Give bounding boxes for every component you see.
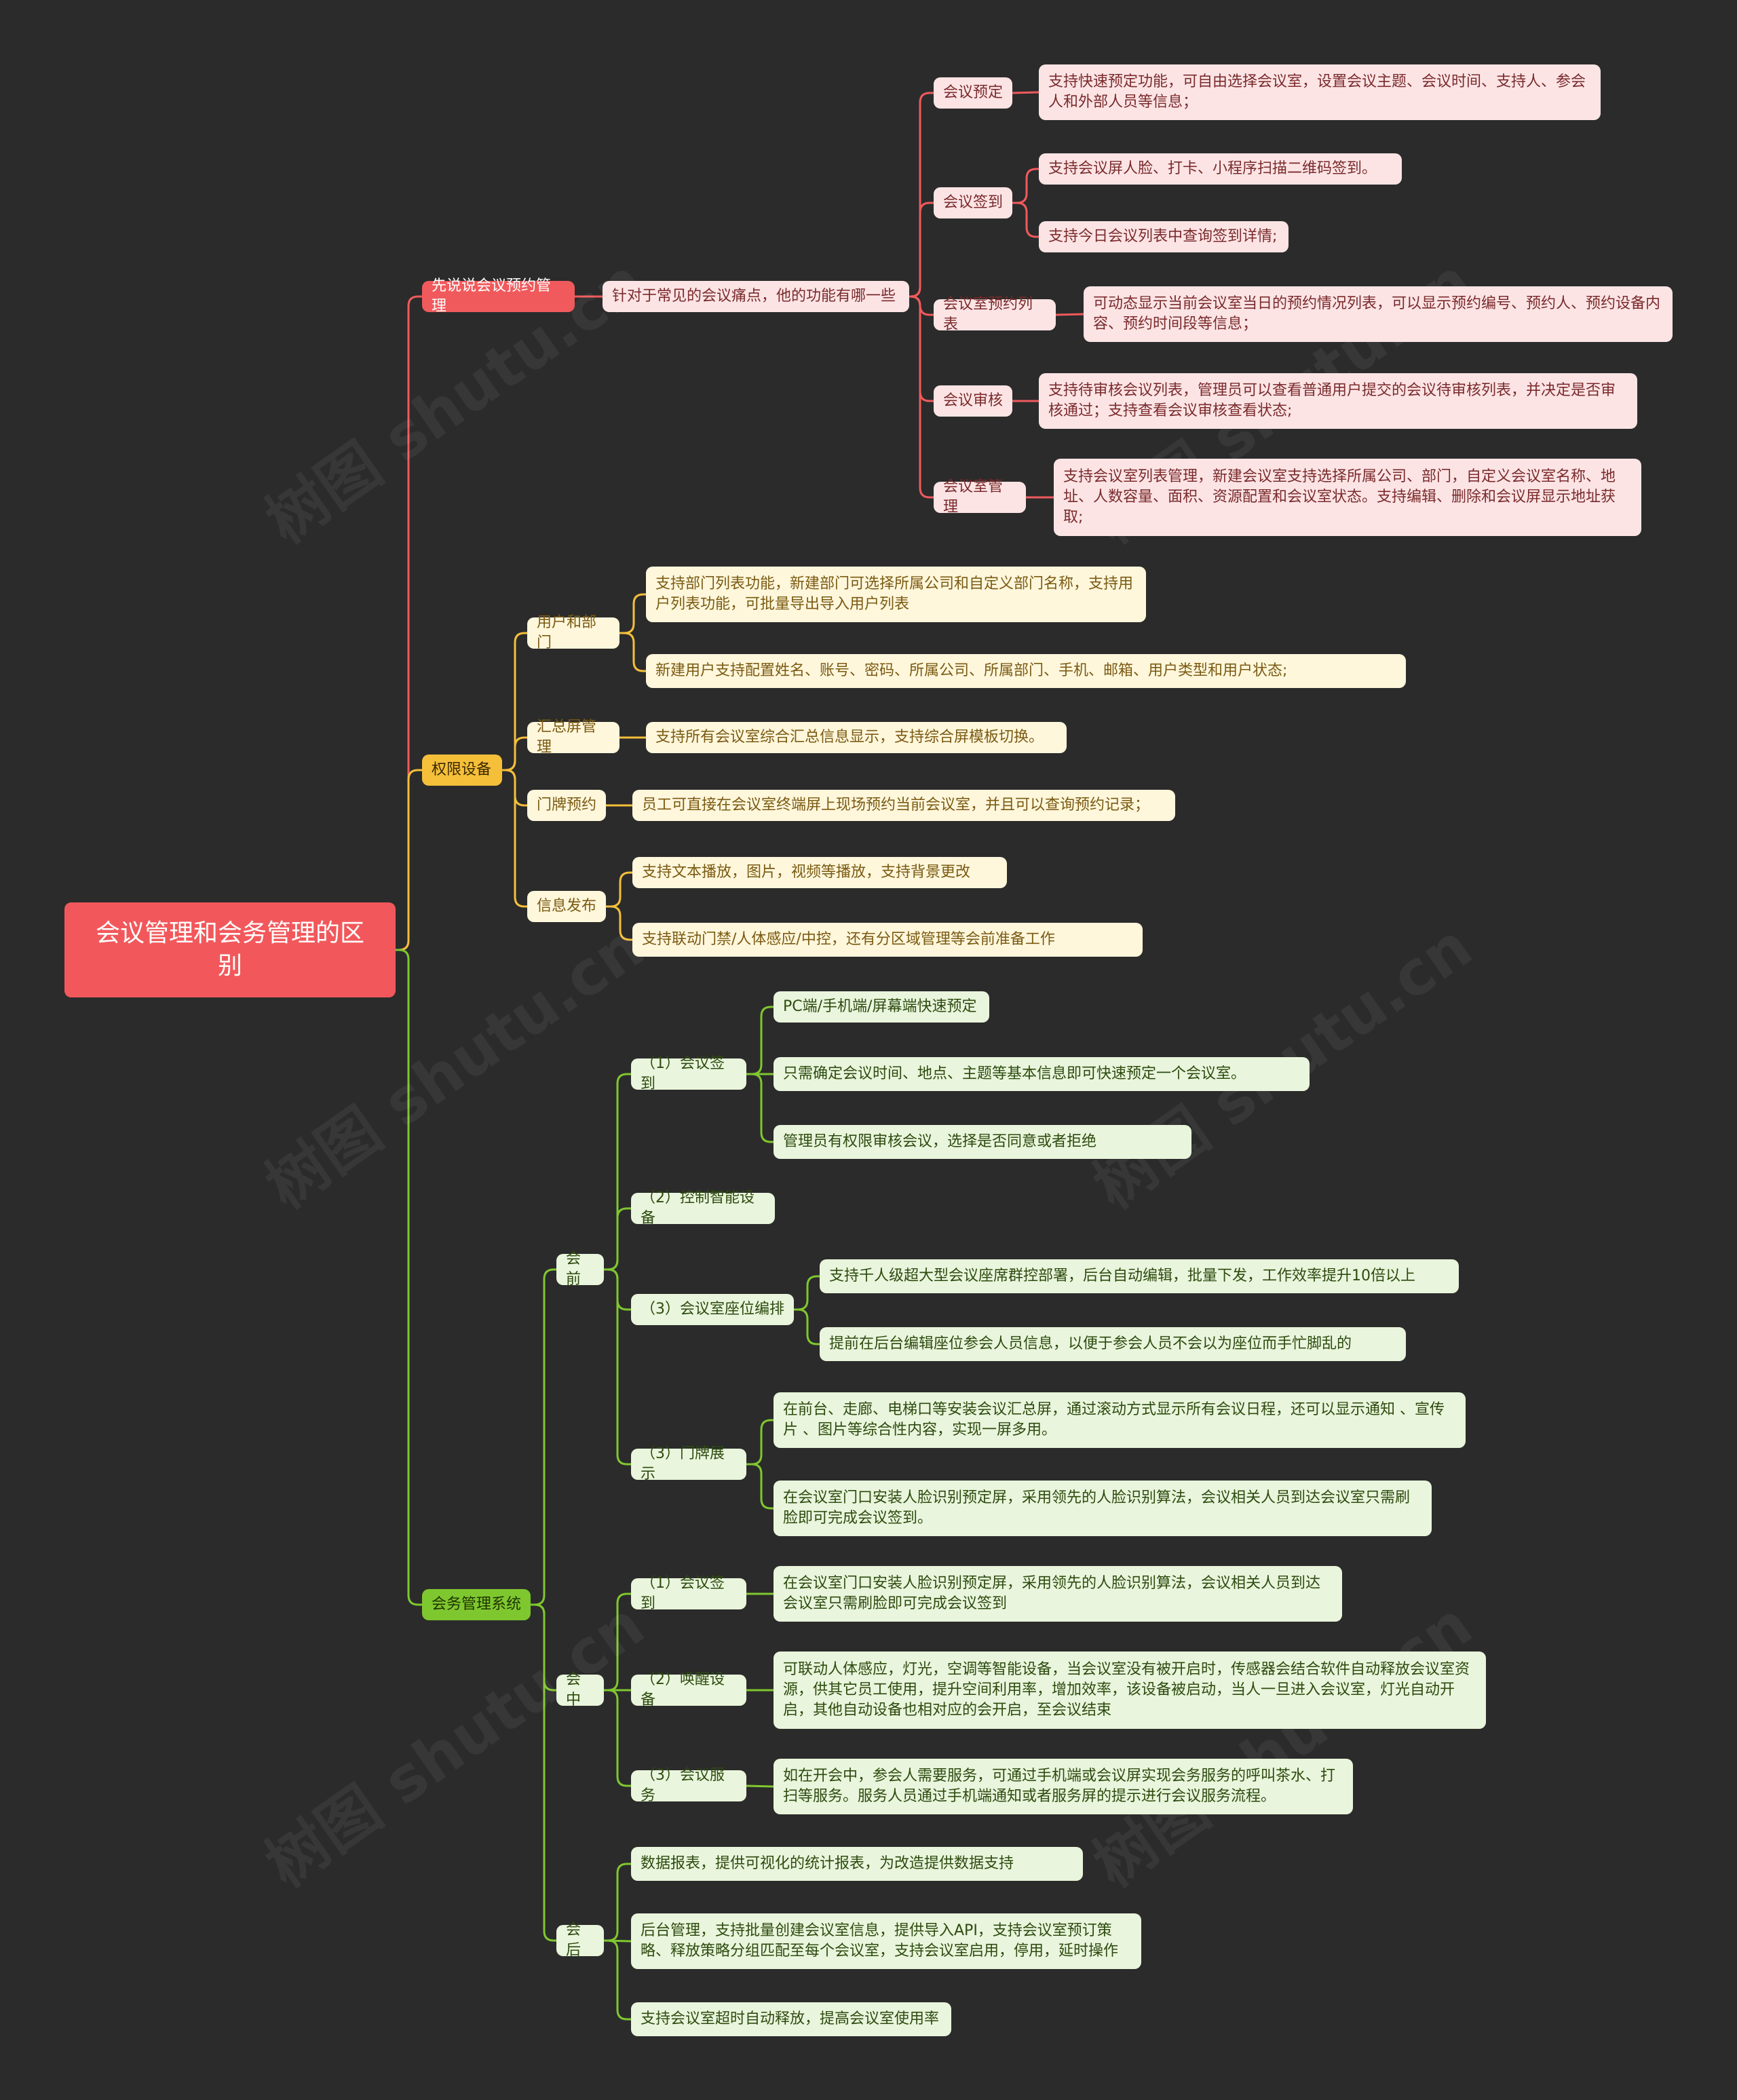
- detail-note: 支持千人级超大型会议座席群控部署，后台自动编辑，批量下发，工作效率提升10倍以上: [820, 1259, 1459, 1293]
- connector-line: [909, 92, 934, 298]
- connector-line: [502, 769, 527, 908]
- connector-line: [502, 736, 527, 771]
- branch-meeting-booking-subtopic[interactable]: 针对于常见的会议痛点，他的功能有哪一些: [603, 281, 909, 312]
- detail-note: 如在开会中，参会人需要服务，可通过手机端或会议屏实现会务服务的呼叫茶水、打扫等服…: [774, 1759, 1353, 1814]
- connector-line: [1012, 168, 1039, 204]
- detail-note: 提前在后台编辑座位参会人员信息，以便于参会人员不会以为座位而手忙脚乱的: [820, 1327, 1406, 1361]
- detail-note: 后台管理，支持批量创建会议室信息，提供导入API，支持会议室预订策略、释放策略分…: [631, 1913, 1141, 1969]
- connector-line: [604, 1939, 631, 2021]
- detail-note: 在会议室门口安装人脸识别预定屏，采用领先的人脸识别算法，会议相关人员到达会议室只…: [774, 1481, 1432, 1536]
- detail-note: 可动态显示当前会议室当日的预约情况列表，可以显示预约编号、预约人、预约设备内容、…: [1084, 286, 1673, 342]
- connector-line: [1055, 313, 1084, 316]
- topic-checkin[interactable]: （1）会议签到: [631, 1055, 746, 1092]
- root-topic[interactable]: 会议管理和会务管理的区别: [64, 902, 396, 997]
- connector-line: [396, 769, 422, 951]
- topic-summary-screen[interactable]: 汇总屏管理: [527, 719, 619, 756]
- connector-line: [604, 1268, 631, 1466]
- topic-doorplate-display[interactable]: （3）门牌展示: [631, 1445, 746, 1483]
- detail-note: 支持快速预定功能，可自由选择会议室，设置会议主题、会议时间、支持人、参会人和外部…: [1039, 64, 1601, 120]
- detail-note: 在前台、走廊、电梯口等安装会议汇总屏，通过滚动方式显示所有会议日程，还可以显示通…: [774, 1392, 1466, 1448]
- branch-permission-devices[interactable]: 权限设备: [422, 755, 502, 786]
- connector-line: [606, 871, 632, 908]
- connector-line: [604, 1689, 631, 1787]
- connector-line: [396, 949, 422, 1606]
- detail-note: 支持部门列表功能，新建部门可选择所属公司和自定义部门名称，支持用户列表功能，可批…: [646, 567, 1146, 622]
- topic-room-booking-list[interactable]: 会议室预约列表: [934, 296, 1056, 333]
- connector-line: [746, 1073, 774, 1143]
- topic-checkin[interactable]: （1）会议签到: [631, 1575, 746, 1612]
- phase-after-meeting[interactable]: 会后: [556, 1922, 604, 1959]
- connector-line: [909, 295, 934, 316]
- connector-line: [604, 1207, 631, 1271]
- topic-info-publish[interactable]: 信息发布: [527, 891, 606, 922]
- connector-line: [909, 295, 934, 499]
- connector-line: [1012, 91, 1039, 94]
- topic-wake-devices[interactable]: （2）唤醒设备: [631, 1671, 746, 1708]
- detail-note: 新建用户支持配置姓名、账号、密码、所属公司、所属部门、手机、邮箱、用户类型和用户…: [646, 654, 1406, 688]
- connector-line: [746, 1784, 774, 1788]
- detail-note: 支持会议屏人脸、打卡、小程序扫描二维码签到。: [1039, 153, 1402, 185]
- phase-before-meeting[interactable]: 会前: [556, 1251, 604, 1288]
- detail-note: 支持待审核会议列表，管理员可以查看普通用户提交的会议待审核列表，并决定是否审核通…: [1039, 373, 1637, 429]
- detail-note: 支持所有会议室综合汇总信息显示，支持综合屏模板切换。: [646, 722, 1067, 753]
- detail-note: 支持今日会议列表中查询签到详情;: [1039, 221, 1289, 252]
- topic-seat-arrangement[interactable]: （3）会议室座位编排: [631, 1294, 794, 1325]
- connector-line: [794, 1308, 820, 1345]
- detail-note: 可联动人体感应，灯光，空调等智能设备，当会议室没有被开启时，传感器会结合软件自动…: [774, 1652, 1486, 1729]
- detail-note: 支持会议室超时自动释放，提高会议室使用率: [631, 2002, 951, 2036]
- topic-meeting-review[interactable]: 会议审核: [934, 385, 1012, 417]
- detail-note: 支持联动门禁/人体感应/中控，还有分区域管理等会前准备工作: [632, 923, 1143, 957]
- topic-doorplate-reserve[interactable]: 门牌预约: [527, 790, 606, 821]
- connector-line: [606, 905, 632, 941]
- connector-line: [746, 1463, 774, 1510]
- detail-note: 数据报表，提供可视化的统计报表，为改造提供数据支持: [631, 1847, 1083, 1881]
- branch-conference-system[interactable]: 会务管理系统: [422, 1589, 531, 1620]
- connector-line: [531, 1603, 556, 1942]
- connector-line: [619, 593, 646, 634]
- detail-note: 管理员有权限审核会议，选择是否同意或者拒绝: [774, 1125, 1191, 1159]
- topic-room-management[interactable]: 会议室管理: [934, 478, 1026, 516]
- topic-meeting-checkin[interactable]: 会议签到: [934, 187, 1012, 218]
- topic-smart-devices[interactable]: （2）控制智能设备: [631, 1189, 775, 1227]
- connector-line: [1012, 202, 1039, 238]
- connector-line: [909, 202, 934, 298]
- branch-meeting-booking[interactable]: 先说说会议预约管理: [422, 278, 575, 315]
- connector-line: [746, 1419, 774, 1466]
- phase-during-meeting[interactable]: 会中: [556, 1671, 604, 1708]
- connector-line: [619, 632, 646, 672]
- topic-meeting-reserve[interactable]: 会议预定: [934, 77, 1012, 109]
- detail-note: 支持会议室列表管理，新建会议室支持选择所属公司、部门，自定义会议室名称、地址、人…: [1054, 459, 1641, 536]
- detail-note: PC端/手机端/屏幕端快速预定: [774, 991, 989, 1023]
- detail-note: 员工可直接在会议室终端屏上现场预约当前会议室，并且可以查询预约记录；: [632, 790, 1175, 821]
- connector-line: [604, 1863, 631, 1942]
- detail-note: 支持文本播放，图片，视频等播放，支持背景更改: [632, 857, 1007, 888]
- connector-line: [794, 1275, 820, 1311]
- topic-meeting-service[interactable]: （3）会议服务: [631, 1767, 746, 1804]
- connector-line: [531, 1268, 556, 1606]
- topic-users-departments[interactable]: 用户和部门: [527, 614, 619, 651]
- detail-note: 在会议室门口安装人脸识别预定屏，采用领先的人脸识别算法，会议相关人员到达会议室只…: [774, 1566, 1342, 1622]
- connector-line: [604, 1592, 631, 1692]
- connector-line: [746, 1006, 774, 1075]
- detail-note: 只需确定会议时间、地点、主题等基本信息即可快速预定一个会议室。: [774, 1057, 1310, 1091]
